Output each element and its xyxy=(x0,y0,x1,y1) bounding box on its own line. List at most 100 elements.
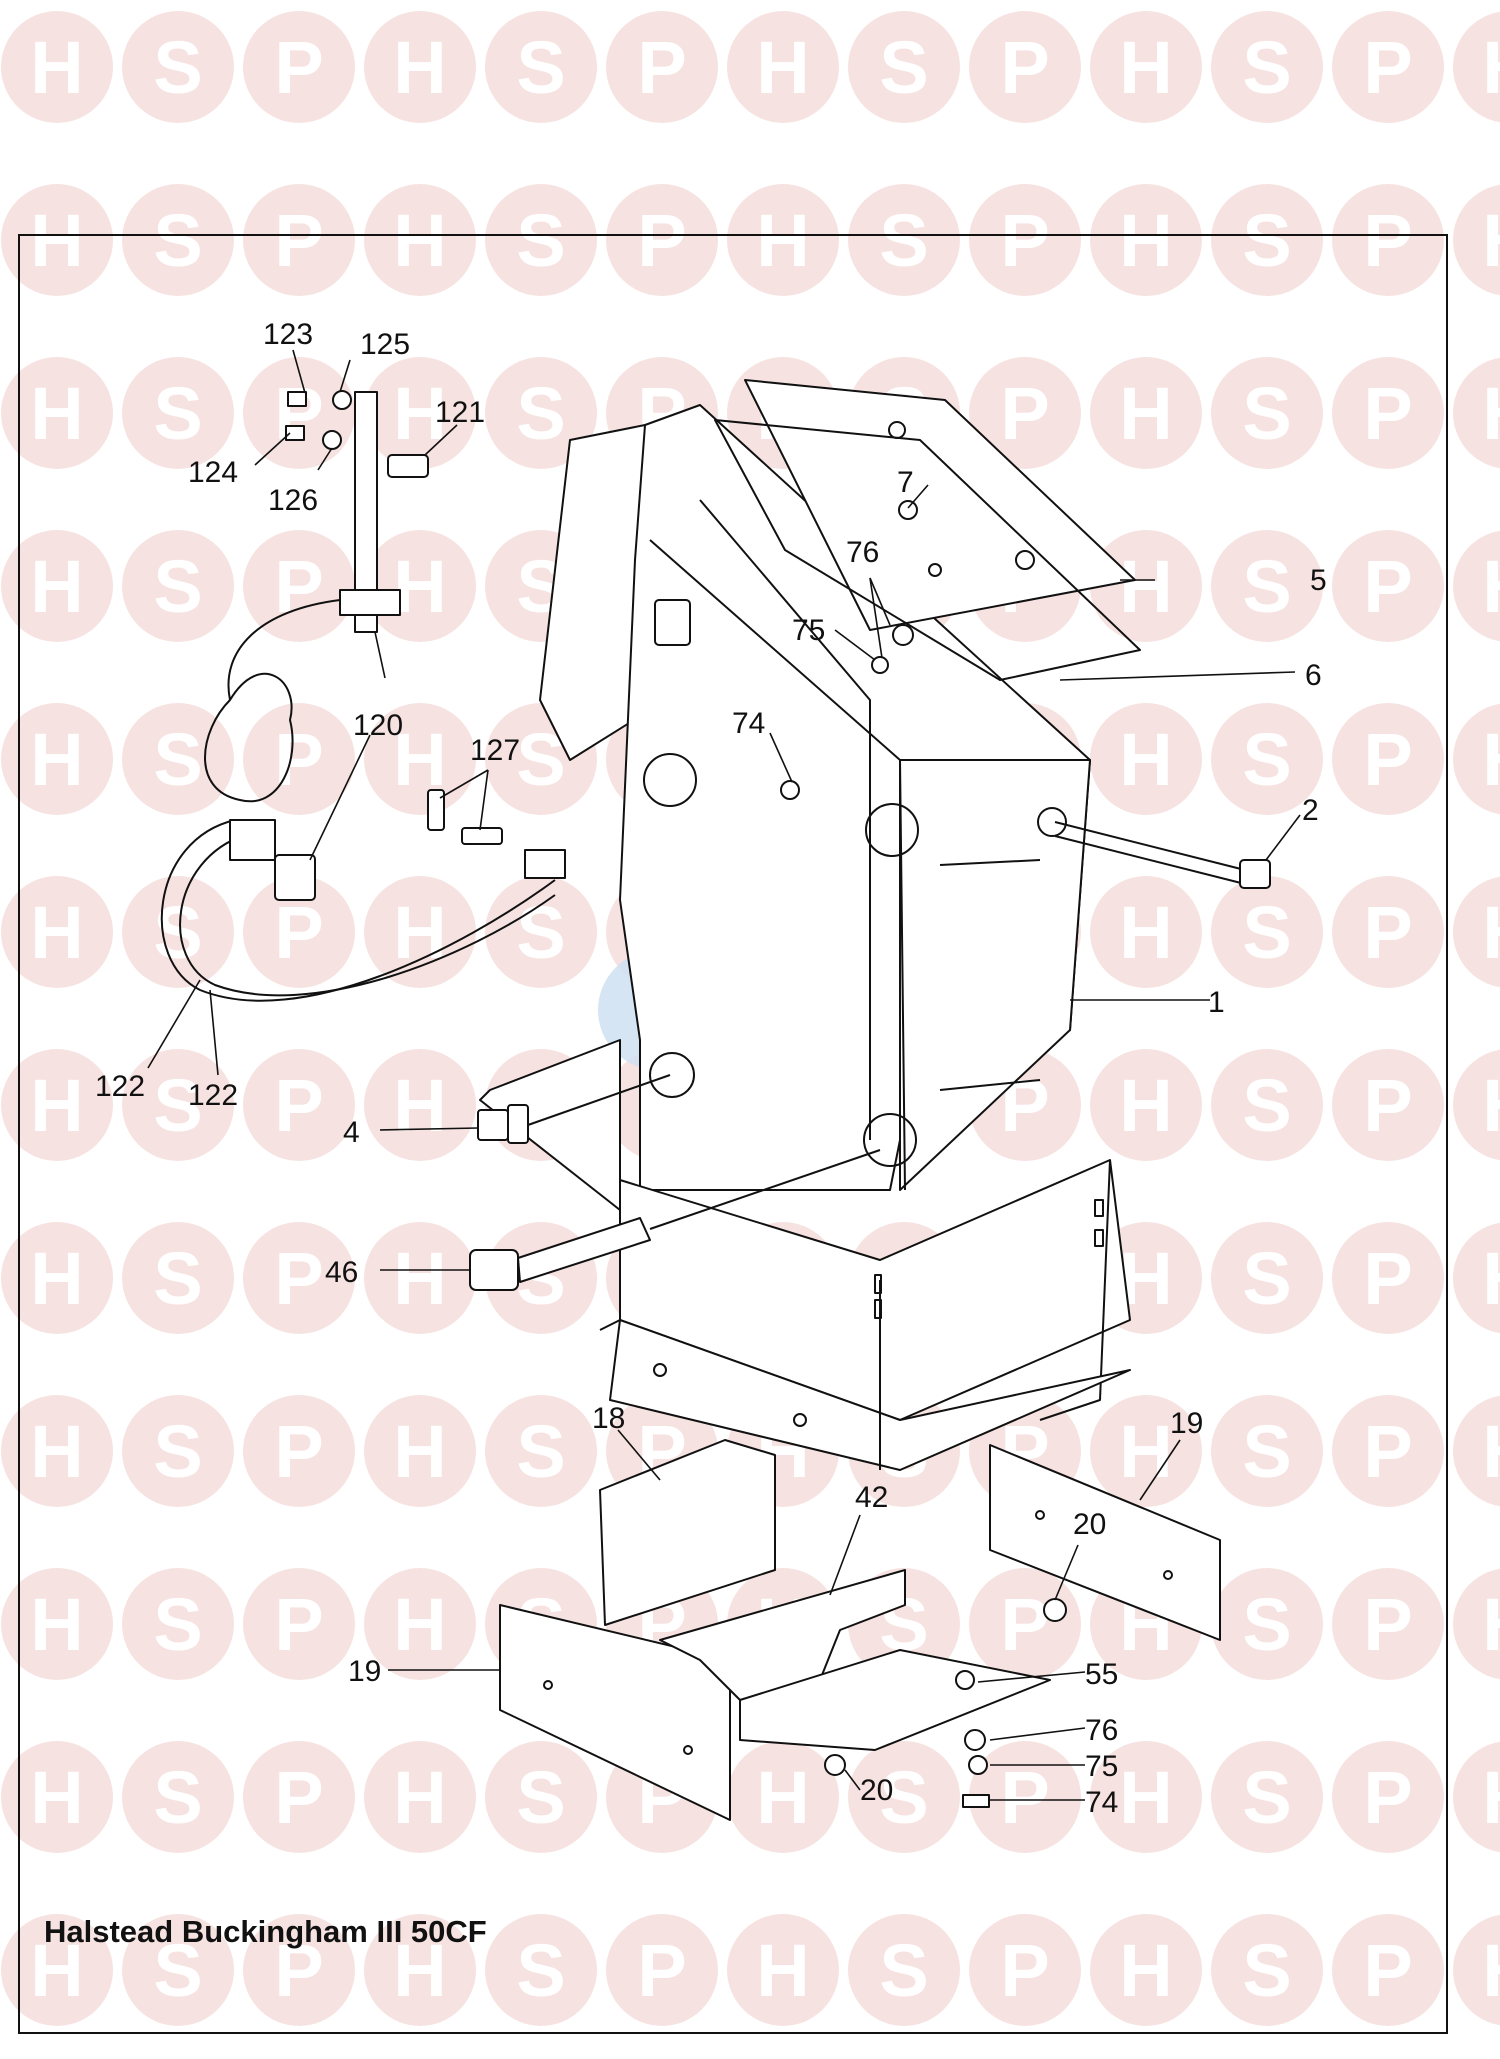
watermark-letter: S xyxy=(879,1929,928,2012)
watermark-circle xyxy=(1332,1222,1444,1334)
watermark-circle xyxy=(1211,1049,1323,1161)
heat-exchanger-body xyxy=(479,404,1131,1471)
watermark-circle xyxy=(1211,1741,1323,1853)
watermark-circle xyxy=(243,530,355,642)
watermark-circle xyxy=(364,1222,476,1334)
watermark-circle xyxy=(1,1914,113,2026)
watermark-circle xyxy=(243,11,355,123)
watermark-letter: H xyxy=(1482,1237,1500,1320)
watermark-circle xyxy=(364,1914,476,2026)
watermark-letter: H xyxy=(1482,718,1500,801)
watermark-letter: H xyxy=(1482,545,1500,628)
watermark-circle xyxy=(364,876,476,988)
watermark-letter: H xyxy=(1482,1583,1500,1666)
watermark-letter: P xyxy=(1363,199,1412,282)
watermark-letter: P xyxy=(1363,1410,1412,1493)
watermark-letter: H xyxy=(30,1583,83,1666)
watermark-letter: H xyxy=(1482,1929,1500,2012)
watermark-letter: S xyxy=(153,1929,202,2012)
watermark-circle xyxy=(1211,1222,1323,1334)
watermark-circle xyxy=(1453,703,1500,815)
callout-label: 127 xyxy=(470,734,520,767)
watermark-letter: H xyxy=(393,718,446,801)
watermark-circle xyxy=(969,1914,1081,2026)
watermark-letter: P xyxy=(637,199,686,282)
diagram-title: Halstead Buckingham III 50CF xyxy=(44,1914,487,1949)
watermark-circle xyxy=(1090,876,1202,988)
watermark-letter: H xyxy=(393,1756,446,1839)
watermark-letter: H xyxy=(1119,891,1172,974)
watermark-circle xyxy=(1090,1395,1202,1507)
watermark-circle xyxy=(1453,184,1500,296)
watermark-letter: H xyxy=(393,545,446,628)
watermark-letter: S xyxy=(879,26,928,109)
watermark-circle xyxy=(364,11,476,123)
watermark-letter: P xyxy=(1363,718,1412,801)
watermark-letter: H xyxy=(393,1929,446,2012)
watermark-circle xyxy=(1090,11,1202,123)
callout-label: 2 xyxy=(1302,794,1319,827)
watermark-circle xyxy=(848,184,960,296)
callout-label: 19 xyxy=(348,1655,381,1688)
watermark-circle xyxy=(1332,1395,1444,1507)
watermark-letter: H xyxy=(1119,26,1172,109)
watermark-circle xyxy=(727,1914,839,2026)
watermark-circle xyxy=(243,1568,355,1680)
watermark-letter: H xyxy=(1119,372,1172,455)
watermark-letter: S xyxy=(153,1064,202,1147)
watermark-letter: S xyxy=(153,372,202,455)
watermark-circle xyxy=(122,1741,234,1853)
watermark-circle xyxy=(364,357,476,469)
watermark-circle xyxy=(1453,876,1500,988)
watermark-circle xyxy=(243,1914,355,2026)
watermark-letter: P xyxy=(274,372,323,455)
watermark-letter: S xyxy=(153,545,202,628)
watermark-letter: P xyxy=(1000,26,1049,109)
watermark-circle xyxy=(1453,1222,1500,1334)
watermark-circle xyxy=(1332,11,1444,123)
watermark-letter: P xyxy=(274,1583,323,1666)
watermark-circle xyxy=(1,1741,113,1853)
watermark-circle xyxy=(1211,1568,1323,1680)
watermark-circle xyxy=(1332,1049,1444,1161)
callout-label: 76 xyxy=(1085,1714,1118,1747)
watermark-circle xyxy=(1,11,113,123)
watermark-circle xyxy=(1090,530,1202,642)
watermark-letter: S xyxy=(153,26,202,109)
callout-label: 74 xyxy=(1085,1786,1118,1819)
watermark-circle xyxy=(122,11,234,123)
watermark-circle xyxy=(1332,876,1444,988)
watermark-letter: H xyxy=(1482,891,1500,974)
callout-label: 76 xyxy=(846,536,879,569)
watermark-circle xyxy=(122,357,234,469)
flow-pipe xyxy=(469,1149,881,1291)
watermark-circle xyxy=(364,703,476,815)
watermark-circle xyxy=(1211,184,1323,296)
watermark-circle xyxy=(1453,1049,1500,1161)
watermark-circle xyxy=(969,184,1081,296)
watermark-circle xyxy=(243,1741,355,1853)
watermark-letter: H xyxy=(30,372,83,455)
watermark-circle xyxy=(1332,1568,1444,1680)
watermark-letter: P xyxy=(1363,891,1412,974)
tie-rod xyxy=(1054,821,1271,889)
watermark-circle xyxy=(1090,703,1202,815)
callout-label: 125 xyxy=(360,328,410,361)
watermark-letter: P xyxy=(274,26,323,109)
watermark-letter: P xyxy=(274,1756,323,1839)
watermark-circle xyxy=(485,184,597,296)
watermark-letter: H xyxy=(30,26,83,109)
watermark-letter: S xyxy=(153,718,202,801)
watermark-letter: H xyxy=(1119,718,1172,801)
watermark-letter: S xyxy=(153,1756,202,1839)
watermark-circle xyxy=(485,1741,597,1853)
watermark-letter: S xyxy=(1242,1583,1291,1666)
watermark-letter: S xyxy=(1242,372,1291,455)
callout-label: 18 xyxy=(592,1402,625,1435)
fasteners xyxy=(780,500,1067,1808)
watermark-letter: P xyxy=(1363,1756,1412,1839)
watermark-circle xyxy=(1,703,113,815)
watermark-letter: S xyxy=(516,199,565,282)
watermark-circle xyxy=(1090,184,1202,296)
watermark-letter: P xyxy=(274,1064,323,1147)
